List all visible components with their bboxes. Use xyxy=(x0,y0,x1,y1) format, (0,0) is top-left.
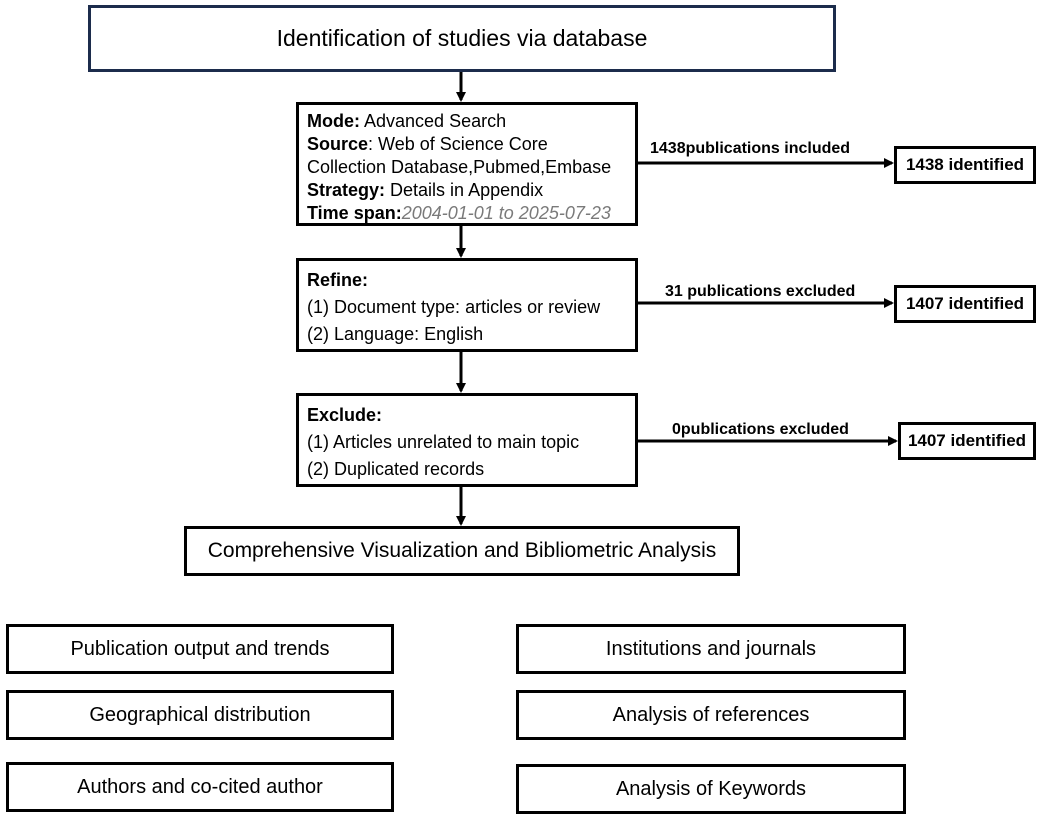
identified-count: 1438 identified xyxy=(905,155,1025,174)
timespan-line: Time span:2004-01-01 to 2025-07-23 xyxy=(307,203,611,223)
analysis-title: Comprehensive Visualization and Bibliome… xyxy=(207,539,717,562)
refine-item: (1) Document type: articles or review xyxy=(307,297,601,317)
refine-item: (2) Language: English xyxy=(307,324,484,344)
exclude-item: (1) Articles unrelated to main topic xyxy=(307,432,580,452)
strategy-line: Strategy: Details in Appendix xyxy=(307,180,544,200)
source-line: Source: Web of Science Core xyxy=(307,134,548,154)
exclude-box: Exclude: (1) Articles unrelated to main … xyxy=(296,393,638,487)
search-box: Mode: Advanced Search Source: Web of Sci… xyxy=(296,102,638,226)
identified-count: 1407 identified xyxy=(905,294,1025,313)
included-label: 1438publications included xyxy=(650,140,851,157)
analysis-box: Comprehensive Visualization and Bibliome… xyxy=(184,526,740,576)
excluded-label-refine: 31 publications excluded xyxy=(665,283,856,300)
diagram-title: Identification of studies via database xyxy=(276,25,648,51)
identified-count: 1407 identified xyxy=(907,431,1027,450)
identified-box-3: 1407 identified xyxy=(898,422,1036,460)
mode-line: Mode: Advanced Search xyxy=(307,111,507,131)
excluded-label-exclude: 0publications excluded xyxy=(672,421,849,438)
category-authors: Authors and co-cited author xyxy=(6,762,394,812)
exclude-heading: Exclude: xyxy=(307,405,383,425)
identified-box-1: 1438 identified xyxy=(894,146,1036,184)
refine-heading: Refine: xyxy=(307,270,369,290)
exclude-item: (2) Duplicated records xyxy=(307,459,485,479)
category-references: Analysis of references xyxy=(516,690,906,740)
category-keywords: Analysis of Keywords xyxy=(516,764,906,814)
category-publication-output: Publication output and trends xyxy=(6,624,394,674)
source-line-2: Collection Database,Pubmed,Embase xyxy=(307,157,612,177)
title-box: Identification of studies via database xyxy=(88,5,836,72)
identified-box-2: 1407 identified xyxy=(894,285,1036,323)
category-geographical-distribution: Geographical distribution xyxy=(6,690,394,740)
category-institutions-journals: Institutions and journals xyxy=(516,624,906,674)
refine-box: Refine: (1) Document type: articles or r… xyxy=(296,258,638,352)
